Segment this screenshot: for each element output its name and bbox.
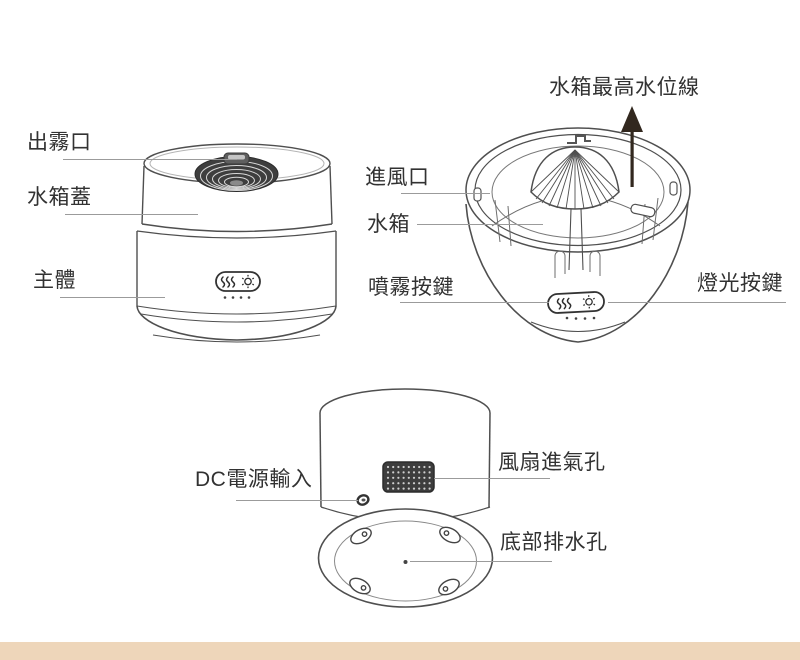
label-dc-power-input: DC電源輸入 bbox=[195, 468, 313, 491]
indicator-dots-tank bbox=[565, 316, 596, 320]
control-button-tank bbox=[547, 291, 605, 314]
label-tank-cover: 水箱蓋 bbox=[27, 186, 92, 209]
mist-outlet-dome bbox=[194, 152, 279, 192]
label-fan-air-intake: 風扇進氣孔 bbox=[498, 451, 606, 474]
leader-water-tank bbox=[417, 224, 543, 225]
mist-waves-icon bbox=[556, 297, 572, 310]
water-level-mark-icon bbox=[567, 135, 591, 144]
rubber-feet bbox=[349, 526, 461, 596]
label-water-tank: 水箱 bbox=[367, 213, 410, 236]
leader-tank-cover bbox=[65, 214, 198, 215]
label-light-button: 燈光按鍵 bbox=[697, 272, 783, 295]
air-inlet-clips bbox=[473, 181, 678, 202]
umbrella-atomizer bbox=[530, 146, 656, 271]
up-arrow-icon bbox=[621, 106, 643, 187]
leader-main-body bbox=[60, 297, 165, 298]
control-button-front bbox=[215, 271, 261, 292]
bottom-accent-bar bbox=[0, 642, 800, 660]
label-max-water-level: 水箱最高水位線 bbox=[549, 76, 700, 99]
leader-mist-button bbox=[400, 302, 549, 303]
drain-hole-dot bbox=[403, 560, 408, 564]
leader-dc-power bbox=[236, 500, 358, 501]
light-flower-icon bbox=[582, 295, 596, 309]
label-air-inlet: 進風口 bbox=[365, 166, 430, 189]
label-mist-button: 噴霧按鍵 bbox=[368, 276, 454, 299]
leader-light-button bbox=[608, 302, 786, 303]
front-view-drawing bbox=[136, 143, 337, 343]
label-bottom-drain-hole: 底部排水孔 bbox=[500, 531, 608, 554]
leader-air-inlet bbox=[401, 193, 490, 194]
bottom-view-drawing bbox=[317, 388, 494, 608]
leader-fan-intake bbox=[434, 478, 550, 479]
dc-port bbox=[356, 494, 370, 506]
label-mist-outlet: 出霧口 bbox=[27, 131, 92, 154]
light-flower-icon bbox=[241, 274, 255, 289]
fan-grille bbox=[382, 461, 435, 493]
nozzle bbox=[223, 152, 250, 165]
leader-drain-hole bbox=[410, 561, 552, 562]
tank-view-drawing bbox=[465, 106, 691, 343]
label-main-body: 主體 bbox=[33, 269, 76, 292]
mist-waves-icon bbox=[220, 276, 236, 288]
indicator-dots-front bbox=[223, 296, 251, 299]
leader-mist-outlet bbox=[63, 159, 237, 160]
